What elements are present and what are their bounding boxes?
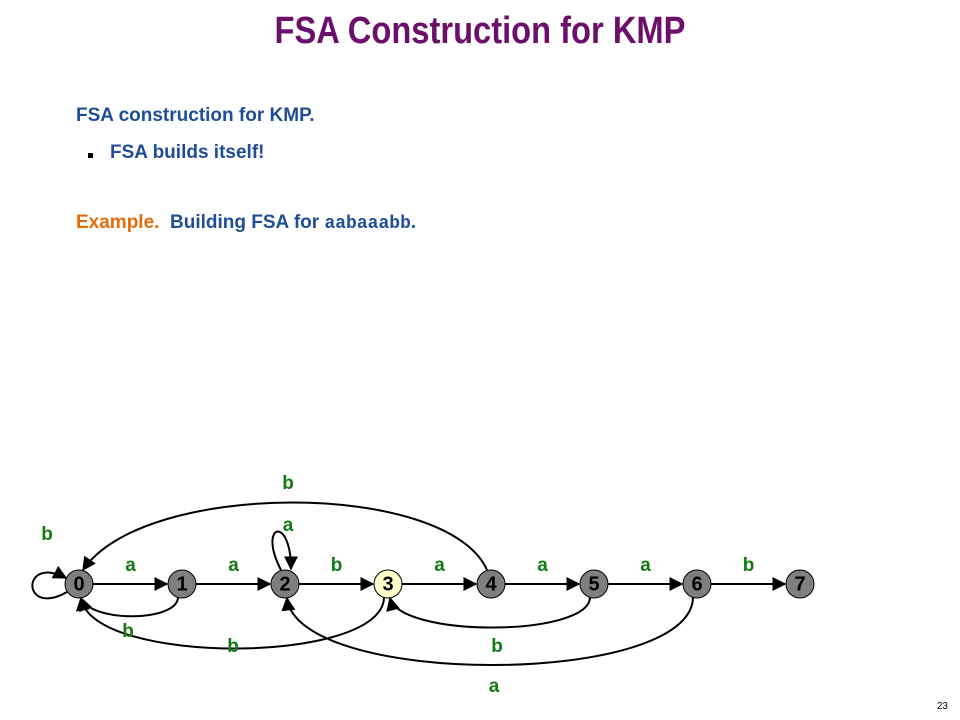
state-circle-7 [785, 569, 815, 599]
edge-label-3-0: b [227, 636, 239, 657]
edge-label-6-7: b [743, 555, 755, 576]
state-label-0: 0 [73, 573, 84, 595]
edge-label-5-3: b [491, 636, 503, 657]
edge-4-0 [82, 501, 488, 572]
edge-5-3 [386, 596, 591, 629]
state-5: 5 [579, 569, 609, 599]
state-4: 4 [476, 569, 506, 599]
state-3: 3 [373, 569, 403, 599]
edge-label-1-0: b [122, 621, 134, 642]
state-label-6: 6 [691, 573, 702, 595]
state-circle-6 [682, 569, 712, 599]
slide-title: FSA Construction for KMP [274, 10, 686, 52]
edge-0-0 [31, 565, 68, 600]
edge-label-2-3: b [331, 555, 343, 576]
edge-label-4-5: a [537, 555, 548, 576]
edge-label-1-2: a [228, 555, 239, 576]
state-label-3: 3 [382, 573, 393, 595]
edge-label-6-2: a [489, 676, 500, 697]
edge-6-2 [281, 596, 694, 666]
state-label-4: 4 [485, 573, 497, 595]
edge-label-3-4: a [434, 555, 445, 576]
state-circle-5 [579, 569, 609, 599]
bullet-text: FSA builds itself! [110, 142, 265, 163]
edge-label-0-1: a [125, 555, 136, 576]
edge-label-0-0: b [41, 524, 53, 545]
state-circle-0 [64, 569, 94, 599]
state-label-2: 2 [279, 573, 290, 595]
state-label-1: 1 [176, 573, 187, 595]
state-label-5: 5 [588, 573, 599, 595]
state-circle-1 [167, 569, 197, 599]
example-label: Example. [76, 212, 160, 233]
state-circle-3 [373, 569, 403, 599]
edge-2-2 [271, 530, 298, 571]
example-end: . [410, 212, 417, 233]
edge-label-4-0: b [282, 473, 294, 494]
state-0: 0 [64, 569, 94, 599]
edge-3-0 [75, 596, 385, 650]
state-circle-4 [476, 569, 506, 599]
bullet-icon [88, 153, 93, 158]
edge-label-2-2: a [283, 515, 294, 536]
pattern-text: aabaaabb [324, 214, 411, 234]
state-circle-2 [270, 569, 300, 599]
state-1: 1 [167, 569, 197, 599]
state-6: 6 [682, 569, 712, 599]
state-2: 2 [270, 569, 300, 599]
state-7: 7 [785, 569, 815, 599]
intro-text: FSA construction for KMP. [76, 105, 315, 126]
page-number: 23 [936, 701, 948, 712]
edge-label-5-6: a [640, 555, 651, 576]
state-label-7: 7 [794, 573, 805, 595]
example-line: Example. Building FSA for aabaaabb. [76, 212, 416, 234]
example-text: Building FSA for [170, 212, 325, 233]
edge-1-0 [79, 596, 179, 618]
